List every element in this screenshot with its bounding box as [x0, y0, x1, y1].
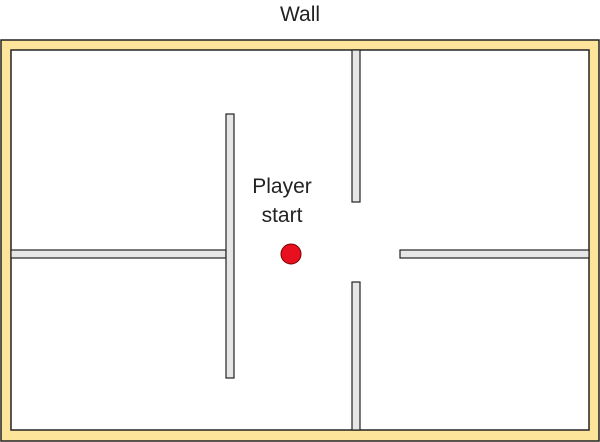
inner-wall-left-vertical [225, 113, 235, 379]
inner-wall-right-horizontal [399, 249, 590, 259]
inner-wall-bottom-vertical [351, 281, 361, 431]
inner-wall-left-horizontal [10, 249, 227, 259]
inner-wall-top-vertical [351, 49, 361, 203]
floor-area [10, 49, 590, 431]
player-start-label-line2: start [261, 204, 303, 227]
player-start-label-line1: Player [252, 175, 312, 198]
wall-label: Wall [279, 3, 321, 26]
player-start-marker [280, 243, 302, 265]
player-start-label: Player start [216, 172, 348, 230]
